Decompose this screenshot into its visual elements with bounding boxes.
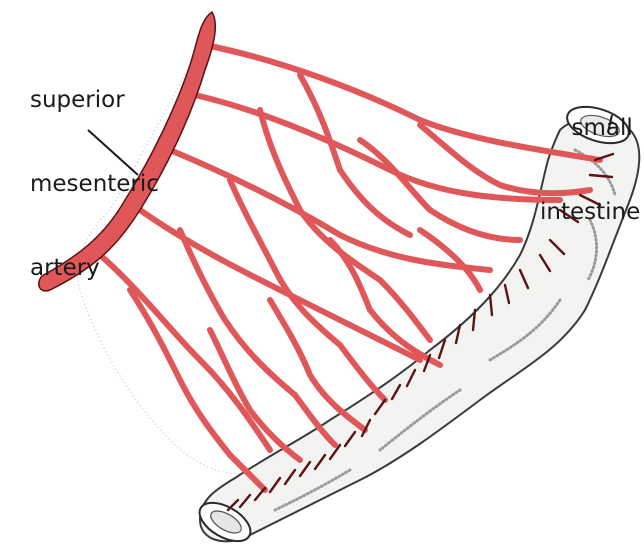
label-line: mesenteric (30, 170, 159, 198)
label-line: artery (30, 254, 159, 282)
label-line: intestine (540, 198, 640, 226)
label-line: superior (30, 86, 159, 114)
label-small-intestine: small intestine (540, 58, 640, 282)
label-line: small (540, 114, 640, 142)
label-superior-mesenteric-artery: superior mesenteric artery (30, 30, 159, 338)
